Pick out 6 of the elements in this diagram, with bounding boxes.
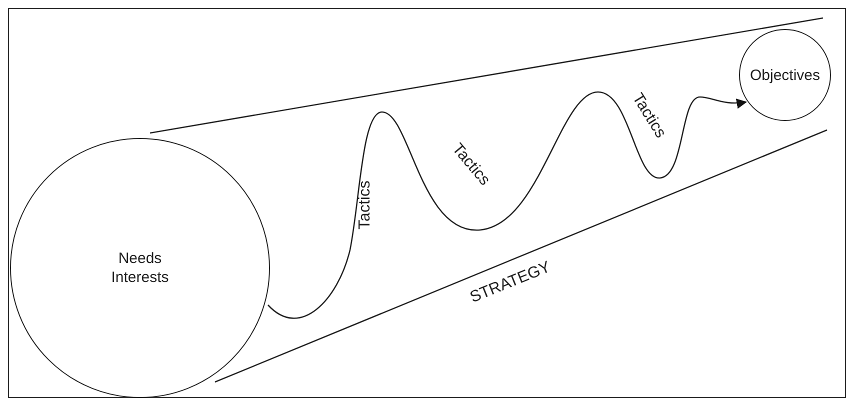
circle-node bbox=[10, 138, 270, 398]
circle-node bbox=[739, 29, 831, 121]
wavy-arrow bbox=[268, 91, 748, 319]
path-label: Tactics bbox=[356, 180, 374, 230]
node-label: Needs Interests bbox=[110, 249, 170, 287]
node-label: Objectives bbox=[750, 66, 820, 84]
